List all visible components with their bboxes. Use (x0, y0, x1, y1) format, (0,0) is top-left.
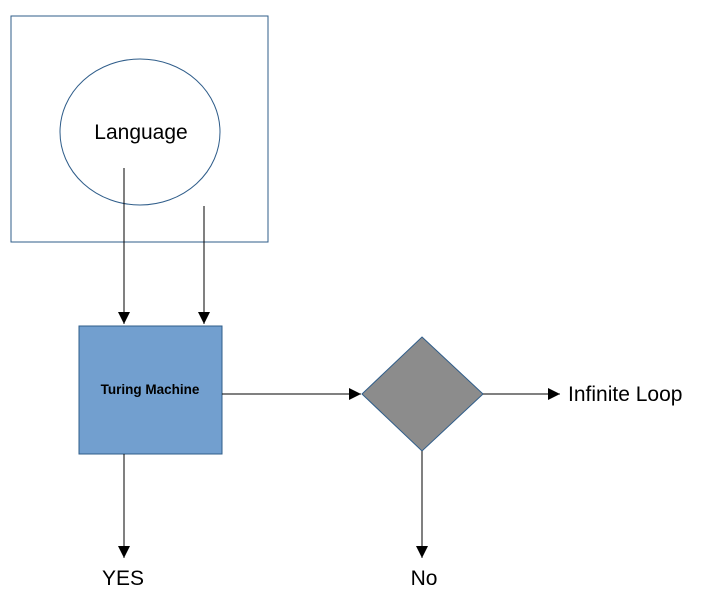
decision-diamond (361, 336, 484, 452)
turing-machine-label: Turing Machine (101, 382, 200, 397)
turing-machine-box (78, 325, 223, 455)
language-label: Language (94, 121, 187, 144)
yes-label: YES (102, 567, 144, 590)
language-circle (59, 58, 221, 206)
infinite-loop-label: Infinite Loop (568, 383, 682, 406)
no-label: No (411, 567, 438, 590)
language-container-box (10, 15, 269, 243)
